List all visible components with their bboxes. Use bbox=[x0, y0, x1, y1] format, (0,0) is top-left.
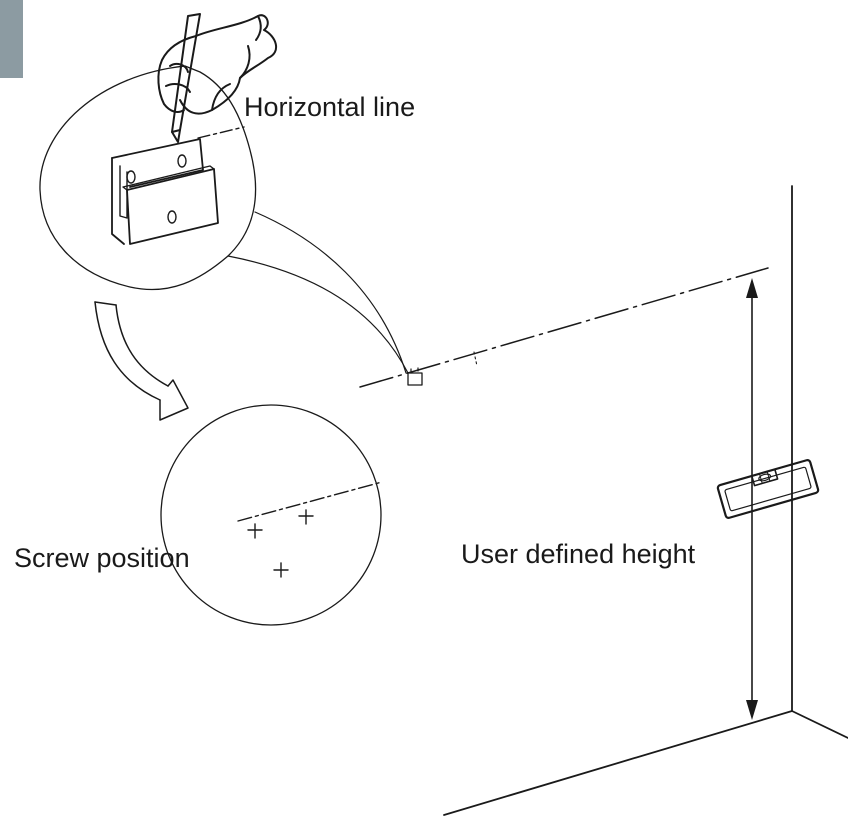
bracket-icon bbox=[111, 138, 219, 245]
screw-position-label: Screw position bbox=[14, 543, 190, 573]
hand-with-pen-icon bbox=[157, 13, 278, 143]
curved-arrow-icon bbox=[94, 301, 189, 421]
horizontal-line-label: Horizontal line bbox=[244, 92, 416, 122]
side-tab bbox=[0, 0, 23, 78]
screw-mark-1 bbox=[247, 523, 263, 539]
screw-mark-2 bbox=[298, 509, 314, 525]
screw-mark-3 bbox=[273, 562, 289, 578]
horizontal-reference-line bbox=[359, 267, 769, 388]
user-defined-height-label: User defined height bbox=[461, 539, 696, 569]
magnify-circle-bottom bbox=[160, 404, 383, 626]
magnify-circle-top bbox=[39, 65, 409, 374]
wall-corner bbox=[443, 185, 848, 816]
spirit-level-icon bbox=[716, 459, 820, 519]
height-dimension-line bbox=[746, 278, 758, 720]
bracket-on-wall bbox=[407, 351, 478, 386]
